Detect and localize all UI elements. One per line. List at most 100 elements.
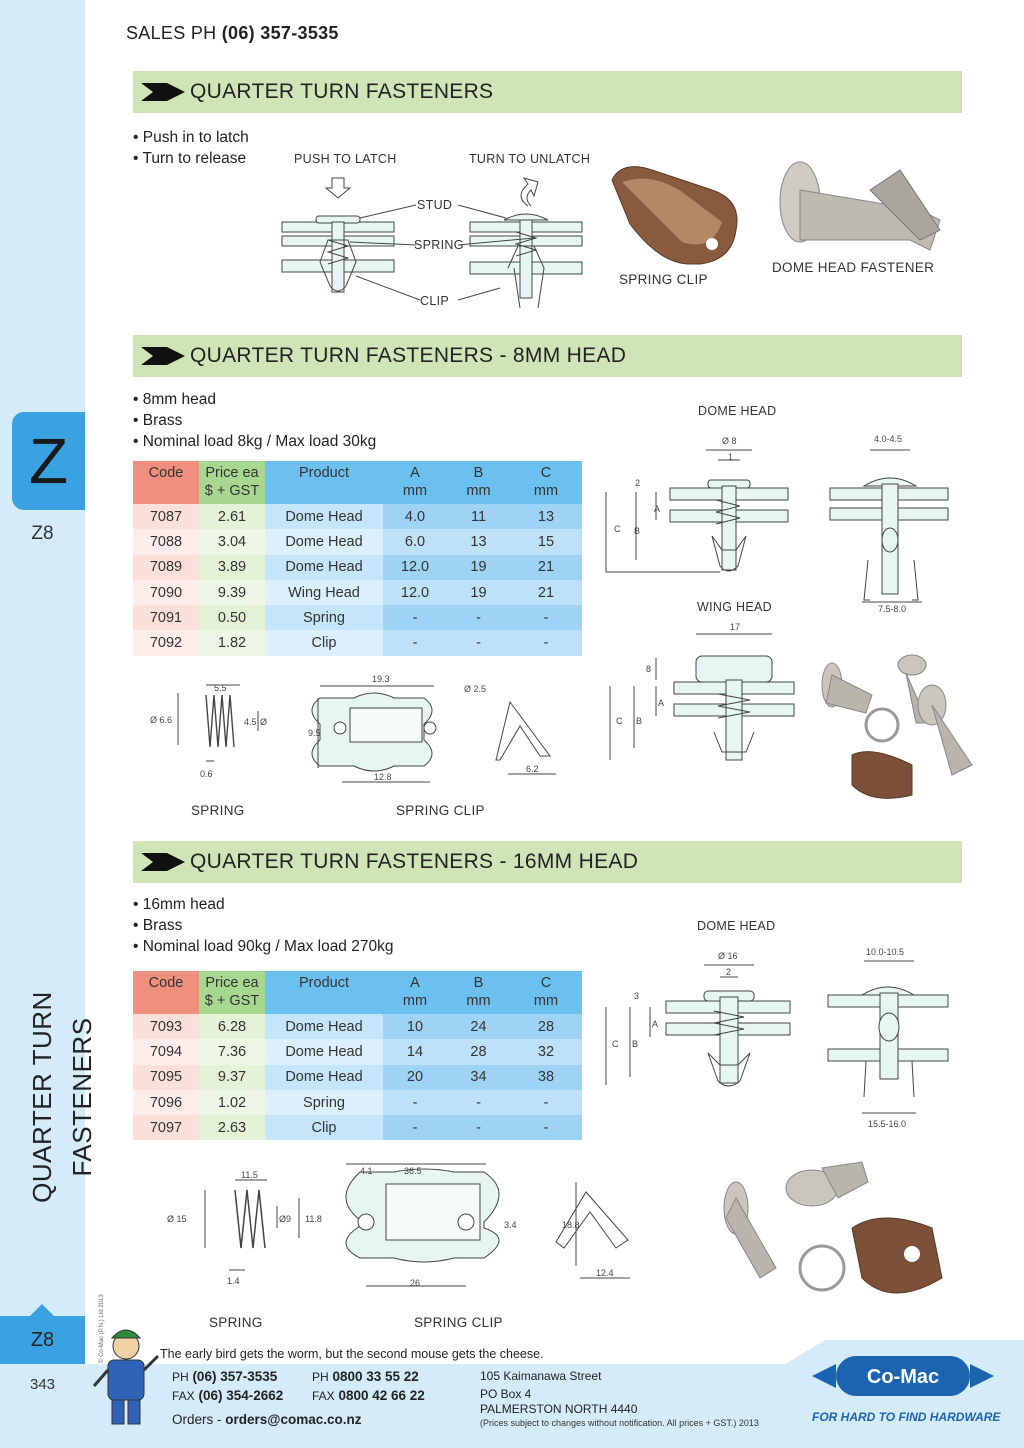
arrow-icon — [141, 83, 185, 101]
col-code: Code — [133, 461, 199, 504]
dim-label: 8 — [646, 664, 651, 674]
page-tab-arrow — [30, 1304, 54, 1316]
dome-head-label: DOME HEAD — [697, 919, 776, 933]
cell-c: 21 — [510, 579, 582, 606]
bullet-item: Nominal load 90kg / Max load 270kg — [133, 936, 394, 957]
dim-label: B — [632, 1039, 638, 1049]
dome-head-8mm-diagram: Ø 8 1 2 A B C 4.0-4.5 7.5-8.0 — [605, 434, 949, 614]
mascot-illustration — [92, 1329, 160, 1425]
parts-photo-16mm — [723, 1161, 943, 1294]
dim-label: 18.8 — [562, 1220, 580, 1230]
turn-label: TURN TO UNLATCH — [469, 152, 591, 166]
dim-label: 9.5 — [308, 728, 321, 738]
section-title: QUARTER TURN FASTENERS - 16MM HEAD — [190, 850, 639, 873]
cell-price: 2.61 — [199, 504, 265, 530]
cell-c: - — [510, 1115, 582, 1141]
spring-8mm-diagram: Ø 6.6 5.5 4.5 Ø 0.6 — [150, 683, 267, 779]
cell-product: Dome Head — [265, 1014, 383, 1040]
vertical-title: QUARTER TURN FASTENERS — [27, 991, 97, 1203]
cell-product: Spring — [265, 605, 383, 631]
orders-line: Orders - orders@comac.co.nz — [172, 1412, 362, 1427]
page-number: 343 — [29, 1376, 56, 1393]
sidebar — [0, 0, 85, 1448]
cell-b: 28 — [447, 1039, 510, 1065]
dome-head-caption: DOME HEAD FASTENER — [772, 260, 935, 275]
cell-b: 13 — [447, 529, 510, 555]
cell-product: Dome Head — [265, 554, 383, 580]
orders-email-link[interactable]: orders@comac.co.nz — [225, 1412, 362, 1427]
fastener-diagram — [281, 177, 583, 309]
bullet-list: Push in to latch Turn to release — [133, 127, 249, 169]
spring-clip-photo — [611, 166, 738, 265]
tollfree-phone-line: PH 0800 33 55 22 — [312, 1369, 419, 1384]
cell-code: 7097 — [133, 1115, 199, 1141]
cell-code: 7094 — [133, 1039, 199, 1065]
bullet-item: Nominal load 8kg / Max load 30kg — [133, 431, 377, 452]
price-disclaimer: (Prices subject to changes without notif… — [480, 1418, 759, 1428]
spring-caption: SPRING — [209, 1315, 263, 1330]
cell-code: 7087 — [133, 504, 199, 530]
bullet-item: Push in to latch — [133, 127, 249, 148]
cell-product: Clip — [265, 1115, 383, 1141]
section-header: QUARTER TURN FASTENERS - 16MM HEAD — [133, 841, 962, 883]
spring-clip-caption: SPRING CLIP — [396, 803, 485, 818]
arrow-icon — [141, 347, 185, 365]
cell-price: 3.89 — [199, 554, 265, 580]
dim-label: 26 — [410, 1278, 420, 1288]
wing-head-label: WING HEAD — [697, 600, 772, 614]
dim-label: 6.2 — [526, 764, 539, 774]
cell-a: 12.0 — [383, 579, 447, 606]
cell-product: Dome Head — [265, 504, 383, 530]
cell-c: - — [510, 605, 582, 631]
cell-c: 32 — [510, 1039, 582, 1065]
cell-c: 21 — [510, 554, 582, 580]
col-price: Price ea$ + GST — [199, 461, 265, 504]
dim-label: 1.4 — [227, 1276, 240, 1286]
section-code: Z8 — [31, 523, 54, 544]
dim-label: A — [658, 698, 664, 708]
fax-line: FAX (06) 354-2662 — [172, 1388, 284, 1403]
cell-c: 15 — [510, 529, 582, 555]
sales-phone-header: SALES PH (06) 357-3535 — [126, 23, 339, 43]
bullet-item: Brass — [133, 410, 376, 431]
dim-label: B — [636, 716, 642, 726]
cell-b: 19 — [447, 554, 510, 580]
cell-a: - — [383, 605, 447, 631]
spring-clip-8mm-diagram: 19.3 Ø 2.5 9.5 12.8 6.2 — [308, 674, 556, 783]
cell-price: 3.04 — [199, 529, 265, 555]
tagline: FOR HARD TO FIND HARDWARE — [812, 1410, 1001, 1424]
dim-label: 12.8 — [374, 772, 392, 782]
col-product: Product — [265, 461, 383, 504]
cell-price: 7.36 — [199, 1039, 265, 1065]
cell-c: 38 — [510, 1064, 582, 1090]
cell-a: 10 — [383, 1014, 447, 1040]
cell-price: 2.63 — [199, 1115, 265, 1141]
bullet-item: 8mm head — [133, 389, 376, 410]
col-price: Price ea$ + GST — [199, 971, 265, 1014]
dim-label: 11.8 — [305, 1214, 322, 1224]
cell-product: Dome Head — [265, 1039, 383, 1065]
cell-code: 7090 — [133, 579, 199, 606]
cell-b: 34 — [447, 1064, 510, 1090]
cell-a: 6.0 — [383, 529, 447, 555]
address-line: 105 Kaimanawa Street — [480, 1369, 602, 1383]
cell-product: Dome Head — [265, 529, 383, 555]
cell-product: Wing Head — [265, 579, 383, 606]
bullet-list: 8mm head Brass Nominal load 8kg / Max lo… — [133, 389, 377, 452]
footer-quote: The early bird gets the worm, but the se… — [160, 1347, 544, 1361]
cell-a: - — [383, 1115, 447, 1141]
dim-label: 17 — [730, 622, 740, 632]
cell-b: 24 — [447, 1014, 510, 1040]
spring-clip-caption: SPRING CLIP — [414, 1315, 503, 1330]
dim-label: C — [614, 524, 621, 534]
